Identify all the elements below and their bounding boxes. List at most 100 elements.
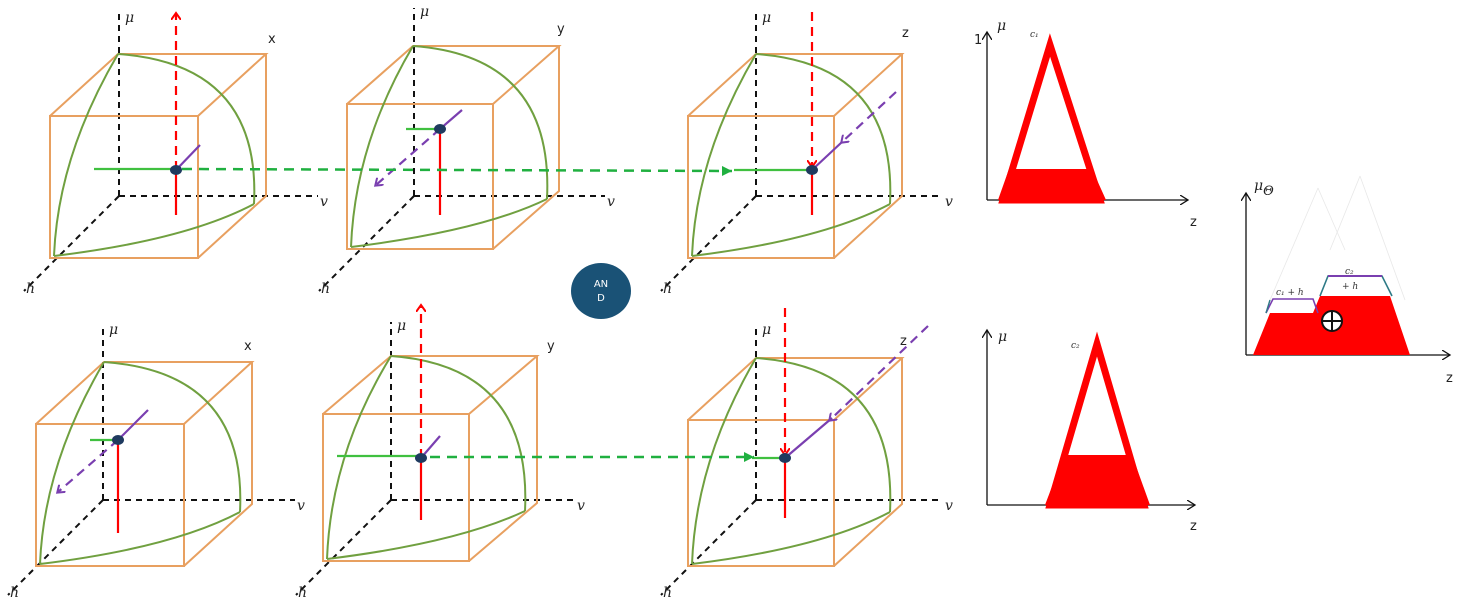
agg-c1-plus-h-label: c₁ + h — [1276, 288, 1304, 298]
mu-label: μ — [762, 10, 771, 26]
v-label: v — [577, 498, 585, 514]
cube-bot-y: μ v h y — [295, 318, 585, 601]
cube-top-face — [49, 53, 269, 117]
cube-right-face — [833, 54, 903, 259]
cube-top-face — [687, 357, 905, 421]
h-label: h — [663, 585, 672, 601]
plot-top-clipped-area — [998, 169, 1106, 200]
top-x-point — [170, 165, 182, 175]
mu-label: μ — [762, 322, 771, 338]
and-label-line1: AN — [594, 279, 608, 290]
sphere-curve-top — [412, 45, 549, 200]
top-x-purple-solid — [175, 144, 201, 171]
sphere-curve-bottom — [691, 203, 891, 257]
top-y-point — [434, 124, 446, 134]
cube-top-face — [35, 361, 255, 425]
h-label: h — [26, 281, 35, 297]
bot-z-purple-solid — [784, 417, 833, 459]
x-label: x — [244, 339, 252, 354]
h-axis — [660, 195, 757, 292]
h-label: h — [298, 585, 307, 601]
v-label: v — [607, 194, 615, 210]
bot-x-purple-dashed — [58, 439, 119, 492]
v-label: v — [320, 194, 328, 210]
sphere-curve-left — [39, 361, 105, 565]
h-axis — [660, 499, 757, 596]
bot-z-point — [779, 453, 791, 463]
agg-plus-h-label: + h — [1342, 282, 1358, 292]
h-label: h — [321, 281, 330, 297]
sphere-curve-bottom — [53, 203, 255, 257]
and-circle — [571, 263, 631, 319]
top-z-purple-dashed — [842, 91, 897, 142]
sphere-curve-left — [326, 355, 392, 560]
mu-label: μ — [125, 10, 134, 26]
cube-right-face — [833, 358, 903, 567]
h-axis — [7, 499, 104, 596]
v-label: v — [945, 194, 953, 210]
z-label: z — [902, 26, 909, 41]
bot-x-purple-solid — [117, 409, 149, 441]
cube-front-face — [49, 115, 199, 259]
h-axis — [23, 195, 120, 292]
cube-front-face — [687, 419, 835, 567]
plot-bottom-mu-label: μ — [998, 329, 1007, 345]
agg-faint-line-4 — [1359, 175, 1406, 301]
output-plot-top: μ 1 c₁ z — [974, 18, 1197, 230]
top-green-transfer — [181, 165, 733, 176]
sphere-curve-left — [691, 357, 757, 565]
cube-top-z: μ v h z — [660, 10, 953, 297]
plot-top-triangle — [998, 33, 1105, 204]
plot-top-z-label: z — [1190, 215, 1197, 230]
sphere-curve-top — [117, 53, 256, 205]
bot-x-point — [112, 435, 124, 445]
agg-c1-bracket — [1265, 298, 1319, 314]
output-plot-bottom: μ c₂ z — [987, 329, 1197, 534]
y-label: y — [547, 339, 555, 354]
sphere-curve-top — [103, 361, 242, 513]
bot-y-point — [415, 453, 427, 463]
mu-label: μ — [420, 4, 429, 20]
plot-top-c1-label: c₁ — [1030, 30, 1039, 40]
z-label: z — [900, 334, 907, 349]
top-z-purple-solid — [811, 141, 843, 171]
and-label-line2: D — [597, 293, 605, 304]
agg-z-label: z — [1446, 371, 1453, 386]
cube-front-face — [322, 413, 470, 562]
top-z-point — [806, 165, 818, 175]
sphere-curve-left — [53, 53, 119, 257]
plot-bottom-c2-label: c₂ — [1071, 341, 1080, 351]
cube-top-face — [687, 53, 905, 117]
agg-c1-side — [1265, 299, 1271, 314]
plot-bottom-triangle — [1045, 331, 1149, 509]
agg-faint-line-2 — [1317, 187, 1346, 251]
cube-front-face — [35, 423, 185, 567]
agg-faint-line-3 — [1329, 175, 1361, 251]
cube-right-face — [197, 54, 267, 259]
and-node: AN D — [571, 263, 631, 319]
plot-bottom-clipped-area — [1045, 455, 1150, 505]
sphere-curve-top — [755, 357, 892, 513]
agg-faint-line-1 — [1269, 187, 1319, 301]
cube-top-face — [346, 45, 562, 105]
sphere-curve-bottom — [326, 510, 526, 560]
h-label: h — [10, 585, 19, 601]
agg-mu-theta-label: μΘ — [1254, 178, 1274, 199]
cube-right-face — [492, 46, 560, 250]
h-axis — [295, 499, 392, 596]
sphere-curve-bottom — [691, 511, 891, 565]
cube-front-face — [687, 115, 835, 259]
sphere-curve-left — [350, 45, 414, 248]
aggregated-output-plot: μΘ c₁ + h c₂ + h z — [1246, 175, 1453, 386]
sphere-curve-left — [691, 53, 757, 257]
cube-right-face — [183, 362, 253, 567]
h-label: h — [663, 281, 672, 297]
mu-label: μ — [397, 318, 406, 334]
v-label: v — [945, 498, 953, 514]
cube-right-face — [468, 356, 538, 562]
